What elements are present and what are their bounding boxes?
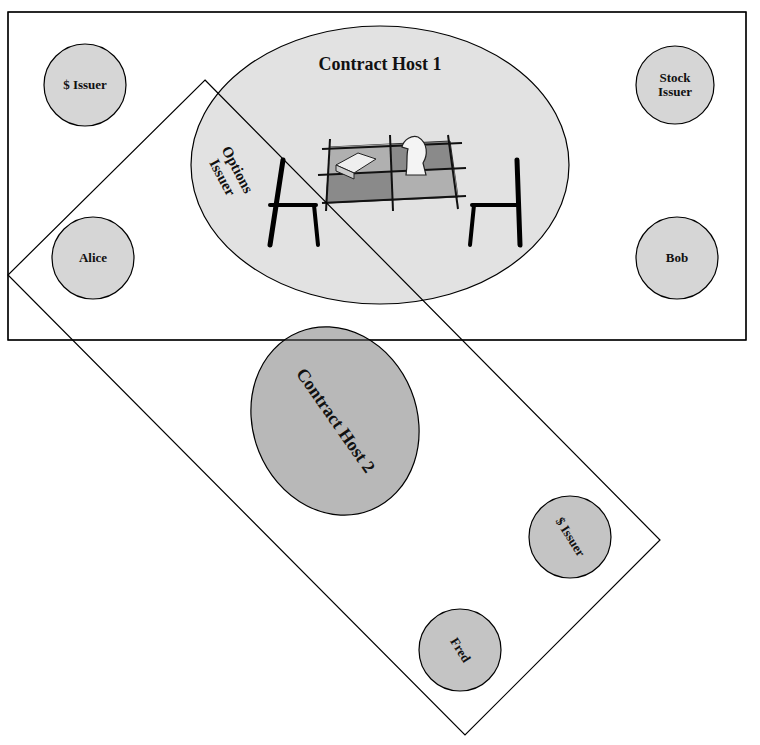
node-label: Contract Host 1	[270, 55, 490, 75]
chair-stroke	[314, 205, 318, 245]
contract-host-ellipse: Contract Host 1Options Issuer	[190, 25, 570, 305]
circle-outline	[419, 609, 501, 691]
board-grid-line	[448, 135, 458, 209]
party-circle: Bob	[635, 216, 719, 300]
circle-outline	[52, 217, 134, 299]
chair-stroke	[472, 203, 518, 207]
board-grid-line	[390, 135, 393, 211]
party-circle: Stock Issuer	[635, 45, 715, 125]
circle-outline	[636, 217, 718, 299]
contract-host-ellipse: Contract Host 2	[245, 326, 425, 516]
circle-outline	[44, 44, 126, 126]
box-piece-side	[336, 165, 354, 179]
board-grid-line	[326, 139, 330, 211]
host-ellipse	[191, 26, 569, 304]
board-grid-line	[322, 196, 466, 203]
chess-table-illustration	[270, 135, 520, 245]
chair-stroke	[270, 203, 316, 207]
chair-stroke	[517, 160, 520, 245]
party-circle: $ Issuer	[43, 43, 127, 127]
party-circle: Fred	[418, 608, 502, 692]
party-circle: Alice	[51, 216, 135, 300]
node-label: Stock Issuer	[647, 71, 703, 100]
knight-piece	[402, 136, 426, 175]
circle-outline	[636, 46, 714, 124]
party-circle: $ Issuer	[528, 495, 612, 579]
host-ellipse	[223, 301, 447, 540]
upper-contract-outline	[8, 12, 746, 340]
node-label: Alice	[60, 251, 126, 265]
board-grid-line	[322, 143, 462, 149]
chair-stroke	[270, 160, 283, 245]
rotated-contract-outline	[8, 80, 660, 735]
upper-contract-rect	[8, 12, 746, 340]
node-label: $ Issuer	[52, 78, 118, 92]
circle-outline	[529, 496, 611, 578]
chair-stroke	[470, 205, 474, 245]
node-label: Bob	[644, 251, 710, 265]
